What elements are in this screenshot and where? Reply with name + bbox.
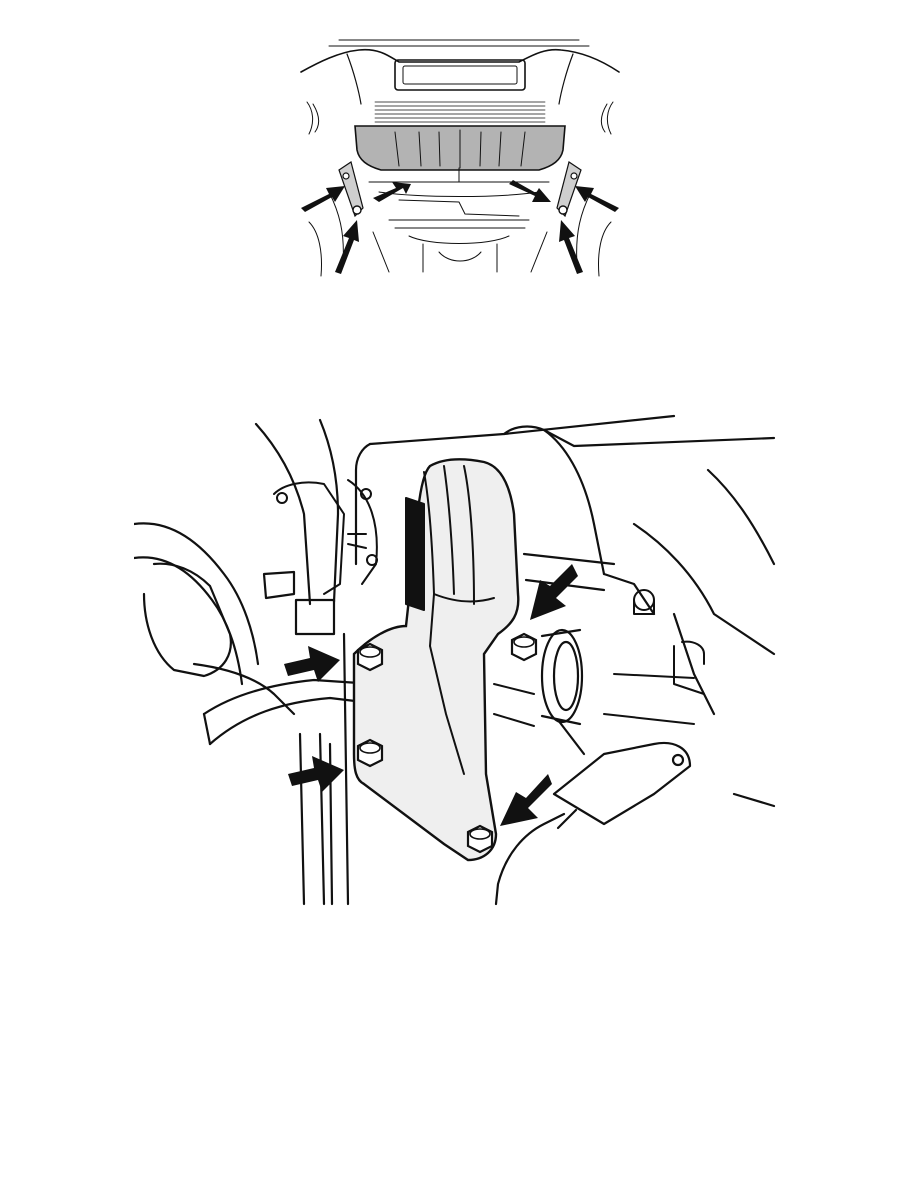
arrow-right-lower bbox=[559, 220, 583, 274]
bolt-lower bbox=[466, 824, 494, 854]
engine-mount-illustration bbox=[134, 414, 782, 906]
engine-mount-drawing bbox=[134, 414, 776, 906]
arrow-upper-right bbox=[530, 564, 578, 620]
sensor-connector bbox=[494, 741, 692, 906]
underbody-shield-illustration bbox=[299, 32, 621, 278]
throttle-housing bbox=[273, 479, 378, 595]
right-lamp-detail bbox=[600, 101, 614, 135]
arrow-left-mid bbox=[373, 182, 411, 202]
bracket-bolts bbox=[356, 632, 538, 854]
bolt-upper-left bbox=[356, 642, 384, 672]
front-grille-box bbox=[394, 59, 526, 91]
engine-block-outline bbox=[354, 414, 776, 808]
body-side-lines bbox=[346, 53, 574, 105]
arrows bbox=[301, 180, 619, 274]
right-side-components bbox=[493, 589, 705, 727]
underbody-drawing bbox=[300, 39, 620, 277]
arrow-right-mid bbox=[509, 180, 551, 202]
bumper-lines bbox=[328, 39, 590, 47]
bolt-middle-left bbox=[356, 738, 384, 768]
arrows bbox=[284, 564, 578, 826]
front-grille-inner bbox=[402, 65, 518, 85]
body-outline bbox=[300, 48, 620, 73]
arrow-left-lower bbox=[335, 220, 359, 274]
radiator-slats bbox=[374, 101, 546, 123]
bolt-upper-right bbox=[510, 632, 538, 662]
underbody-structure bbox=[308, 167, 612, 277]
mount-bracket-ribs bbox=[405, 465, 495, 775]
arrow-upper-left bbox=[284, 646, 340, 682]
arrow-right-upper bbox=[575, 186, 619, 212]
left-lamp-detail bbox=[306, 101, 320, 135]
vertical-pipes bbox=[262, 570, 350, 906]
arrow-lower-right bbox=[500, 774, 552, 826]
round-fitting bbox=[540, 628, 586, 756]
splash-shield-ribs bbox=[394, 129, 526, 169]
right-upper-bolt bbox=[570, 172, 578, 180]
arrow-middle-left bbox=[288, 756, 344, 792]
right-lower-bolt bbox=[558, 205, 568, 215]
hose-assembly bbox=[134, 418, 382, 746]
left-lower-bolt bbox=[352, 205, 362, 215]
left-upper-bolt bbox=[342, 172, 350, 180]
arrow-left-upper bbox=[301, 186, 345, 212]
